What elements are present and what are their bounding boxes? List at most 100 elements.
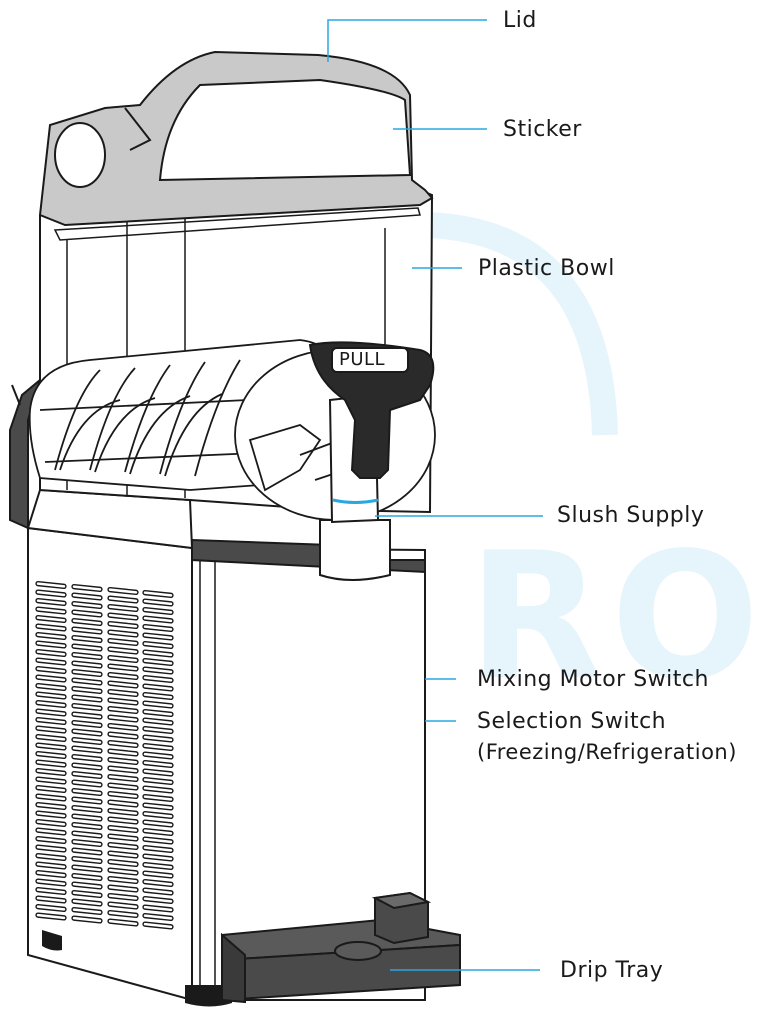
vent-slot [71,770,103,780]
vent-slot [142,776,174,786]
vent-slot [107,688,139,698]
vent-slot [107,595,139,604]
vent-slot [142,717,174,726]
vent-slot [142,683,174,692]
vent-slot [71,609,103,618]
vent-slot [142,589,174,599]
vent-slot [35,589,67,598]
vent-slot [71,719,103,729]
vent-slot [35,784,67,794]
vent-slot [142,921,174,930]
vent-slot [107,824,139,834]
vent-slot [71,600,103,610]
vent-slot [71,626,103,635]
vent-slot [142,649,174,658]
vent-slot [107,773,139,783]
vent-slot [107,646,139,655]
vent-slot [71,745,103,754]
vent-slot [71,813,103,822]
vent-slot [107,756,139,766]
vent-slot [35,767,67,777]
vent-slot [35,861,67,870]
vent-slot [107,637,139,647]
vent-slot [71,889,103,899]
vent-slot [35,759,67,768]
vent-slot [142,836,174,845]
vent-slot [71,872,103,882]
label-sticker: Sticker [503,117,582,142]
vent-slot [107,739,139,749]
vent-slot [71,736,103,746]
vent-slot [107,697,139,706]
vent-slot [142,632,174,641]
vent-slot [107,663,139,672]
vent-slot [35,886,67,896]
vent-slot [142,725,174,735]
vent-slot [71,651,103,661]
vent-slot [35,597,67,607]
vent-slot [71,685,103,695]
vent-slot [107,671,139,681]
vent-slot [71,796,103,805]
vent-slot [71,728,103,737]
vent-slot [35,835,67,845]
label-drip-tray: Drip Tray [560,958,664,983]
leader-lines [327,19,543,971]
vent-slot [107,884,139,893]
vent-slot [142,759,174,769]
vent-slot [107,705,139,715]
vent-slot [142,640,174,650]
vent-slot [107,909,139,919]
vent-slot [142,912,174,922]
vent-slot [35,665,67,675]
label-selection-switch: Selection Switch [477,709,667,734]
vent-slot [107,833,139,842]
vent-slot [35,742,67,751]
drip-tray [221,891,461,1004]
vent-slot [107,680,139,689]
vent-slot [71,694,103,703]
foot-left [42,930,62,951]
label-mixing-motor-switch: Mixing Motor Switch [477,667,709,692]
vent-slot [142,895,174,905]
vent-slot [35,895,67,904]
vent-slot [107,612,139,621]
vent-slot [71,898,103,907]
vent-slot [142,785,174,794]
vent-slot [142,768,174,777]
vent-slot [71,617,103,627]
vent-slot [107,654,139,664]
vent-slot [71,881,103,890]
vent-slot [107,731,139,740]
vent-slot [35,869,67,879]
vent-slot [142,615,174,624]
vent-slot [142,904,174,913]
vent-slot [71,787,103,797]
vent-slot [35,818,67,828]
vent-slot [35,750,67,760]
vent-slot [35,623,67,632]
vent-slot [35,708,67,717]
vent-slot [142,734,174,743]
vent-slot [142,819,174,828]
vent-slot [35,682,67,692]
vent-slot [107,620,139,630]
vent-slot [142,844,174,854]
vent-slot [107,629,139,638]
vent-slot [35,878,67,887]
vent-slot [107,918,139,927]
vent-slot [35,606,67,615]
vent-slot [35,810,67,819]
vent-slot [35,648,67,658]
vent-slot [35,844,67,853]
vent-slot [71,660,103,669]
vent-slot [142,853,174,862]
vent-slot [142,870,174,879]
vent-slot [142,827,174,837]
vent-slot [107,790,139,800]
label-selection-switch-detail: (Freezing/Refrigeration) [477,740,737,764]
vent-slot [142,598,174,607]
vent-slot [71,830,103,839]
vent-slot [35,852,67,862]
